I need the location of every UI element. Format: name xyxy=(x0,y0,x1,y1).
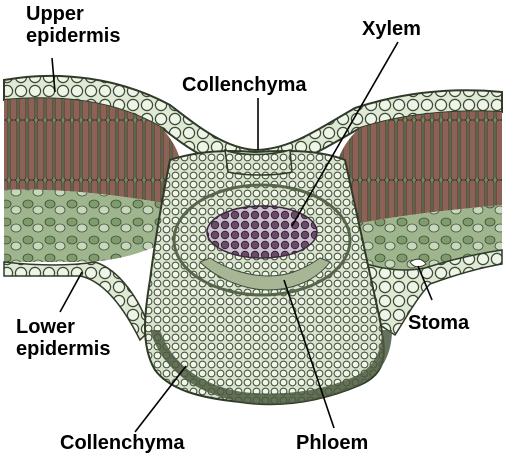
upper-epidermis-leader xyxy=(51,57,56,93)
lower-epidermis-leader xyxy=(59,271,83,313)
xylem-tissue xyxy=(206,205,318,259)
label-xylem: Xylem xyxy=(362,18,421,40)
label-stoma: Stoma xyxy=(408,312,470,334)
spongy-mesophyll-left xyxy=(4,189,175,262)
stoma-opening xyxy=(409,258,427,268)
label-upper-epidermis-line2: epidermis xyxy=(26,25,121,47)
phloem-tissue xyxy=(199,257,331,291)
collenchyma-bottom-leader xyxy=(134,365,187,433)
phloem-leader xyxy=(283,279,335,429)
label-collenchyma-top: Collenchyma xyxy=(182,74,307,96)
stoma-leader xyxy=(417,265,433,301)
label-upper-epidermis: Upper epidermis xyxy=(26,3,120,47)
label-phloem: Phloem xyxy=(296,432,369,454)
upper-collenchyma-cap xyxy=(224,148,293,176)
label-collenchyma-bottom: Collenchyma xyxy=(60,432,185,454)
xylem-leader xyxy=(291,41,399,227)
spongy-mesophyll-right xyxy=(350,205,502,271)
leader-lines xyxy=(51,41,433,433)
label-lower-epidermis-line1: Lower xyxy=(16,316,75,338)
label-lower-epidermis: Lower epidermis xyxy=(16,316,110,360)
palisade-right xyxy=(338,111,502,225)
palisade-left xyxy=(4,98,180,205)
lower-collenchyma-rim xyxy=(150,330,392,405)
label-lower-epidermis-line2: epidermis xyxy=(16,338,111,360)
label-upper-epidermis-line1: Upper xyxy=(26,3,84,25)
